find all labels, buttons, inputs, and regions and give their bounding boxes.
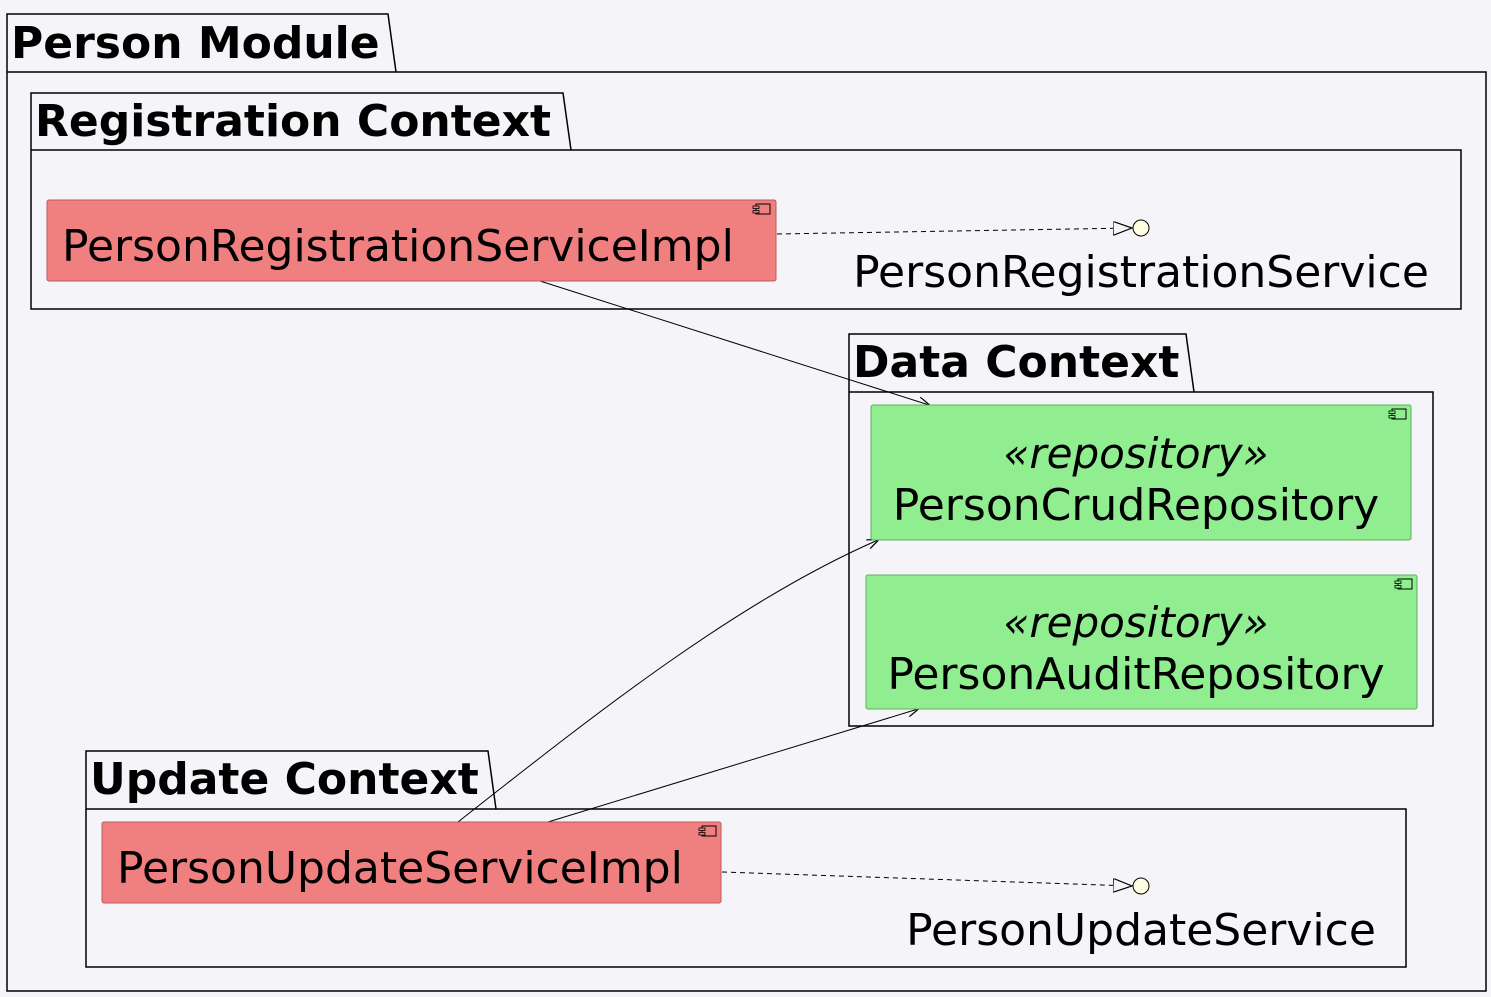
- component-audit-repository[interactable]: «repository» PersonAuditRepository: [865, 574, 1418, 710]
- component-label-crud-repository: PersonCrudRepository: [893, 480, 1379, 531]
- package-title-registration-context: Registration Context: [35, 96, 551, 147]
- interface-update-service[interactable]: PersonUpdateService: [906, 877, 1376, 956]
- dependency-registration-crud: [539, 280, 929, 405]
- dependency-update-audit: [547, 709, 918, 823]
- component-label-registration-impl: PersonRegistrationServiceImpl: [62, 221, 734, 272]
- interface-registration-service[interactable]: PersonRegistrationService: [853, 219, 1429, 298]
- stereotype-crud-repository: «repository»: [1003, 429, 1268, 478]
- dependency-update-crud: [457, 540, 878, 823]
- stereotype-audit-repository: «repository»: [1003, 598, 1268, 647]
- interface-label-update-service: PersonUpdateService: [906, 905, 1376, 956]
- component-icon: [1394, 578, 1413, 590]
- component-icon: [752, 203, 771, 215]
- package-update-context: Update Context: [85, 750, 1407, 968]
- relations: [457, 228, 1132, 886]
- component-label-update-impl: PersonUpdateServiceImpl: [117, 843, 683, 894]
- component-icon: [698, 825, 717, 837]
- component-label-audit-repository: PersonAuditRepository: [887, 649, 1384, 700]
- package-title-update-context: Update Context: [90, 754, 479, 805]
- component-update-impl[interactable]: PersonUpdateServiceImpl: [101, 821, 722, 904]
- component-registration-impl[interactable]: PersonRegistrationServiceImpl: [46, 199, 777, 282]
- package-title-person-module: Person Module: [11, 18, 380, 69]
- component-icon: [1388, 408, 1407, 420]
- component-crud-repository[interactable]: «repository» PersonCrudRepository: [870, 404, 1412, 541]
- package-title-data-context: Data Context: [853, 337, 1179, 388]
- interface-label-registration-service: PersonRegistrationService: [853, 247, 1429, 298]
